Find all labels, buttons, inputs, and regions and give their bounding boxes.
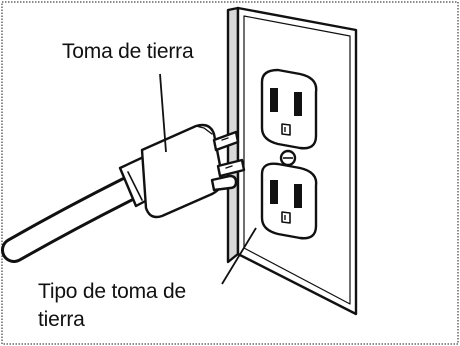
plug-body bbox=[140, 123, 224, 219]
leader-line-ground-prong bbox=[159, 73, 167, 153]
ground-prong-label: Toma de tierra bbox=[62, 40, 194, 63]
flat-prong-bottom bbox=[216, 158, 246, 178]
grounded-outlet-label-line-2: tierra bbox=[38, 308, 85, 331]
lower-receptacle bbox=[260, 162, 318, 240]
grounded-outlet-label-line-1: Tipo de toma de bbox=[38, 280, 186, 303]
upper-receptacle bbox=[260, 68, 318, 150]
grounded-outlet-label: Tipo de toma de tierra bbox=[38, 278, 228, 334]
flat-prong-top bbox=[212, 130, 240, 152]
grounded-plug bbox=[1, 123, 246, 263]
leader-line-outlet bbox=[221, 227, 257, 285]
wall-outlet bbox=[226, 6, 358, 316]
ground-prong bbox=[210, 174, 238, 192]
